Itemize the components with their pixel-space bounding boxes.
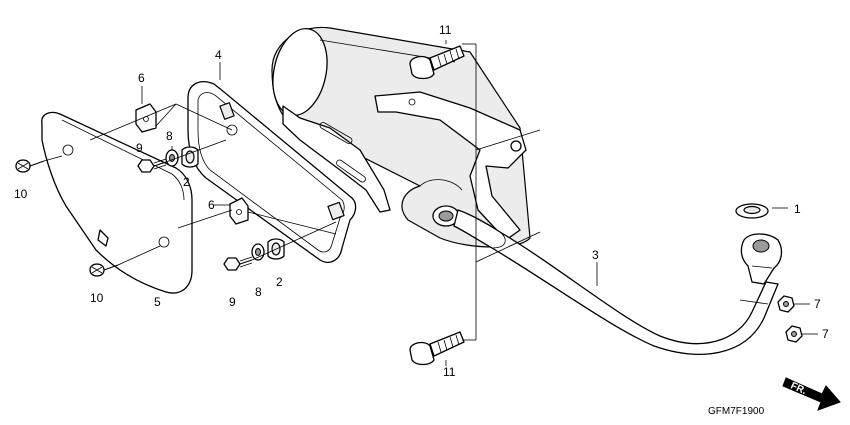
callout-9-lower: 9 [229,295,236,309]
flange-nut-lower [785,325,803,343]
flange-bolt-lower [409,331,465,366]
bolt-lower [223,256,253,271]
callout-10-lower: 10 [90,291,104,305]
callout-1: 1 [794,202,801,216]
callout-8-upper: 8 [166,129,173,143]
leader-lines [43,40,818,366]
callout-11-lower: 11 [443,365,456,379]
callout-11-upper: 11 [439,23,452,37]
callout-7-lower: 7 [822,327,829,341]
muffler [271,26,531,248]
screw-lower [89,263,119,277]
gasket [735,203,769,219]
flange-nut-upper [777,295,795,313]
callout-6-upper: 6 [138,71,145,85]
callout-7-upper: 7 [814,297,821,311]
screw-upper [15,159,45,173]
callout-10-upper: 10 [14,187,28,201]
clip-nut-upper [135,103,157,133]
callout-5: 5 [154,295,161,309]
diagram-code: GFM7F1900 [708,406,765,417]
flange-bolt-upper [409,45,465,80]
callout-8-lower: 8 [255,285,262,299]
callout-9-upper: 9 [136,141,143,155]
callout-4: 4 [215,48,222,62]
muffler-cover-inner [187,81,357,263]
muffler-cover-outer [41,111,193,294]
callout-2-lower: 2 [276,275,283,289]
callout-2-upper: 2 [183,175,190,189]
bolt-upper [137,158,167,173]
front-direction-arrow: FR. [782,377,841,411]
exhaust-pipe [453,209,783,355]
clip-nut-lower [229,197,249,225]
callout-6-lower: 6 [208,198,215,212]
callout-3: 3 [592,248,599,262]
grommet-upper [181,146,199,168]
